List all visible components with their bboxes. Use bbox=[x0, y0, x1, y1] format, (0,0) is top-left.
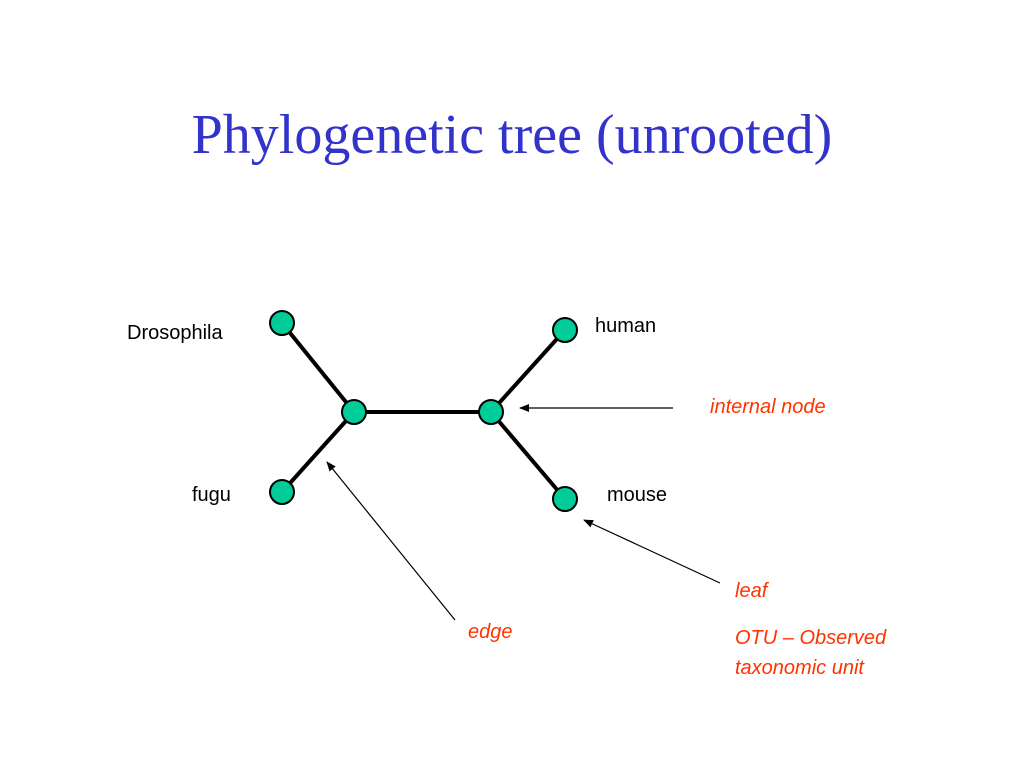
page-title: Phylogenetic tree (unrooted) bbox=[191, 104, 833, 166]
leaf-label-fugu: fugu bbox=[192, 484, 231, 506]
annotation-otu-line2: taxonomic unit bbox=[735, 657, 864, 679]
edge-mouse bbox=[489, 410, 567, 501]
internal-node-right bbox=[478, 399, 504, 425]
arrow-leaf bbox=[583, 519, 721, 584]
edge-fugu bbox=[280, 410, 356, 494]
leaf-node-drosophila bbox=[269, 310, 295, 336]
leaf-node-mouse bbox=[552, 486, 578, 512]
leaf-node-fugu bbox=[269, 479, 295, 505]
annotation-internal-node: internal node bbox=[710, 396, 826, 418]
annotation-otu-line1: OTU – Observed bbox=[735, 627, 887, 649]
annotation-leaf: leaf bbox=[735, 580, 768, 602]
leaf-node-human bbox=[552, 317, 578, 343]
leaf-label-drosophila: Drosophila bbox=[127, 322, 223, 344]
internal-node-left bbox=[341, 399, 367, 425]
annotation-edge: edge bbox=[468, 621, 513, 643]
leaf-label-mouse: mouse bbox=[607, 484, 668, 506]
arrow-edge bbox=[326, 461, 456, 621]
edge-drosophila bbox=[280, 321, 356, 414]
leaf-label-human: human bbox=[595, 315, 657, 337]
edge-human bbox=[489, 328, 567, 414]
